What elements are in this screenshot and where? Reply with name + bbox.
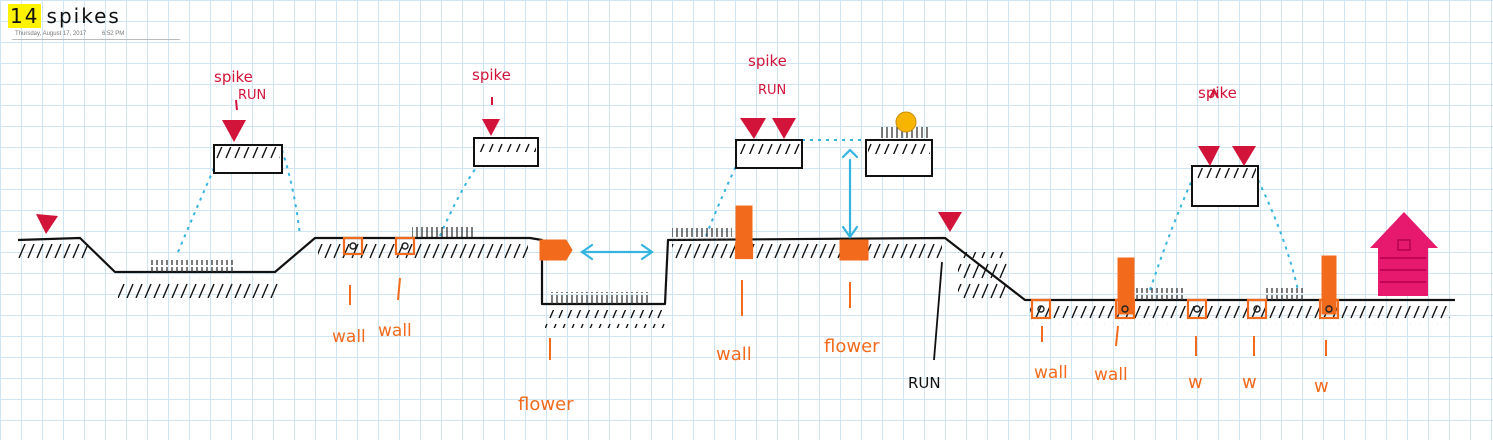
w-label: w	[1188, 372, 1203, 393]
grass-tufts	[148, 126, 1306, 304]
run-label: RUN	[758, 83, 786, 98]
wall-label: wall	[716, 344, 752, 365]
small-blocks	[342, 236, 1340, 320]
wall-label: wall	[378, 321, 412, 341]
ground-hatching	[18, 244, 1450, 328]
platform	[473, 137, 539, 167]
title-number: 14	[8, 4, 42, 28]
small-block	[342, 236, 364, 256]
down-arrow	[841, 158, 859, 239]
wall-label: wall	[1094, 365, 1128, 385]
run-label: RUN	[908, 374, 941, 392]
title-word: spikes	[46, 4, 121, 28]
page-meta: Thursday, August 17, 2017 6:52 PM	[15, 31, 124, 37]
small-block	[394, 236, 416, 256]
spike-label: spike	[1198, 84, 1237, 102]
wall-block	[735, 205, 753, 259]
spike	[222, 120, 246, 142]
pointer-ticks	[349, 277, 1327, 360]
wall-label: wall	[332, 327, 366, 347]
small-block	[734, 242, 754, 260]
spike	[772, 118, 796, 139]
up-chevron	[841, 148, 859, 159]
jump-path	[1149, 179, 1193, 291]
small-block	[1186, 298, 1208, 320]
jump-path	[1257, 179, 1299, 291]
spike-ticks	[235, 87, 1219, 111]
block-eyes	[349, 242, 1333, 313]
wall-label: wall	[1034, 363, 1068, 383]
coin	[895, 111, 917, 133]
wall-block	[1321, 255, 1337, 315]
platform	[1191, 165, 1259, 207]
labels: spike RUN spike spike RUN spike wall wal…	[214, 52, 1329, 415]
run-label: RUN	[238, 88, 266, 103]
spike-label: spike	[748, 52, 787, 70]
arrows	[580, 148, 859, 261]
jump-path	[439, 164, 479, 237]
small-block	[1246, 298, 1268, 320]
spikes	[36, 118, 1256, 234]
spike-label: spike	[472, 66, 511, 84]
meta-date: Thursday, August 17, 2017	[15, 31, 87, 37]
small-block	[1114, 298, 1136, 320]
small-block	[1318, 298, 1340, 320]
spike-label: spike	[214, 68, 253, 86]
platform	[735, 139, 803, 169]
platforms	[213, 137, 1259, 207]
meta-divider	[12, 39, 180, 40]
flower-label: flower	[824, 336, 880, 357]
flower-block	[539, 239, 573, 261]
spike	[1198, 146, 1220, 166]
spike	[740, 118, 766, 139]
house-goal	[1370, 212, 1438, 296]
jump-path	[281, 149, 301, 237]
page-title: 14 spikes	[8, 4, 121, 28]
small-block	[1030, 298, 1052, 320]
spike	[1232, 146, 1256, 166]
run-pointer	[933, 261, 943, 361]
meta-time: 6:52 PM	[101, 31, 125, 37]
flower-label: flower	[518, 394, 574, 415]
platform	[213, 144, 283, 174]
double-arrow	[580, 243, 654, 261]
platform	[865, 139, 933, 177]
spike	[36, 214, 58, 234]
w-label: w	[1242, 372, 1257, 393]
w-label: w	[1314, 376, 1329, 397]
spike	[938, 212, 962, 232]
flower-block	[839, 239, 869, 261]
spike	[482, 119, 500, 136]
jump-path	[705, 161, 739, 237]
